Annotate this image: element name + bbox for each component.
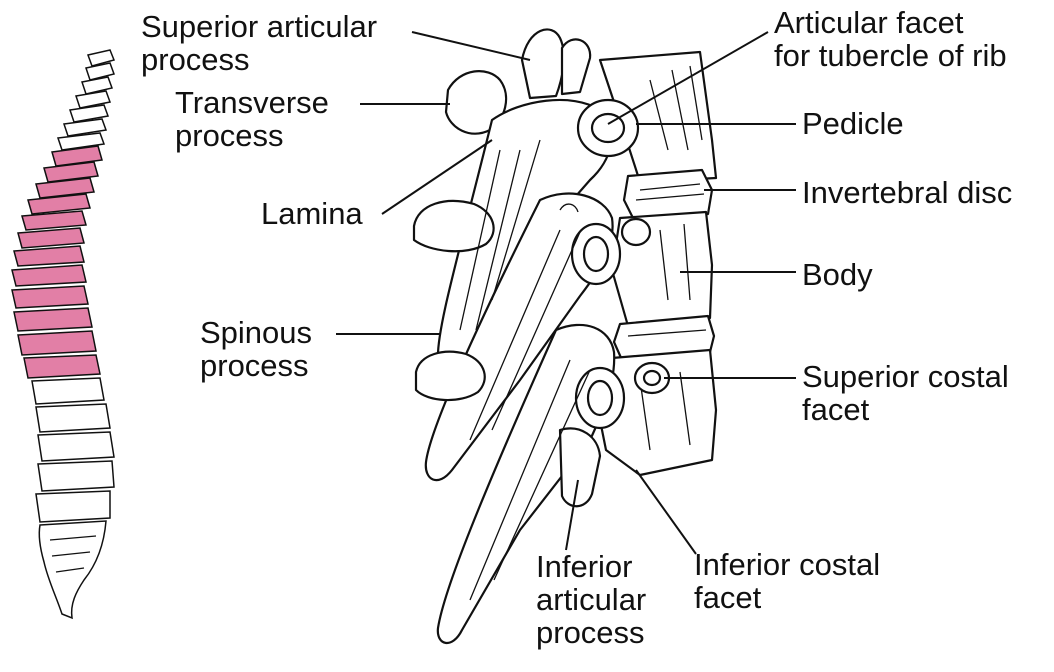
- lumbar-vertebrae: [31, 377, 115, 523]
- vertebral-column-illustration: [412, 28, 718, 644]
- transverse-process-middle: [412, 199, 495, 253]
- leader-lines: [336, 31, 796, 555]
- label-articular-facet-tubercle: Articular facet for tubercle of rib: [774, 5, 1007, 73]
- label-inferior-costal-facet: Inferior costal facet: [694, 547, 881, 615]
- transverse-process-top: [444, 70, 508, 135]
- label-spinous-process: Spinous process: [200, 315, 313, 383]
- label-superior-costal-facet: Superior costal facet: [802, 359, 1009, 427]
- transverse-process-lower: [414, 350, 486, 402]
- cervical-vertebrae: [56, 49, 116, 151]
- articular-facet-rings: [570, 98, 671, 430]
- label-inferior-articular-process: Inferior articular process: [536, 549, 647, 650]
- label-superior-articular-process: Superior articular process: [141, 9, 378, 77]
- label-transverse-process: Transverse process: [175, 85, 329, 153]
- label-intervertebral-disc: Invertebral disc: [802, 175, 1013, 210]
- lamina-spinous-lower: [436, 323, 616, 644]
- thoracic-vertebrae: [11, 145, 103, 379]
- inferior-articular-process-shape: [558, 427, 602, 508]
- intervertebral-disc-upper: [622, 168, 714, 222]
- label-pedicle: Pedicle: [802, 106, 904, 141]
- superior-articular-process-top: [520, 28, 565, 100]
- label-body: Body: [802, 257, 873, 292]
- label-lamina: Lamina: [261, 196, 363, 231]
- sacrum: [38, 520, 107, 620]
- spine-overview: [11, 49, 116, 620]
